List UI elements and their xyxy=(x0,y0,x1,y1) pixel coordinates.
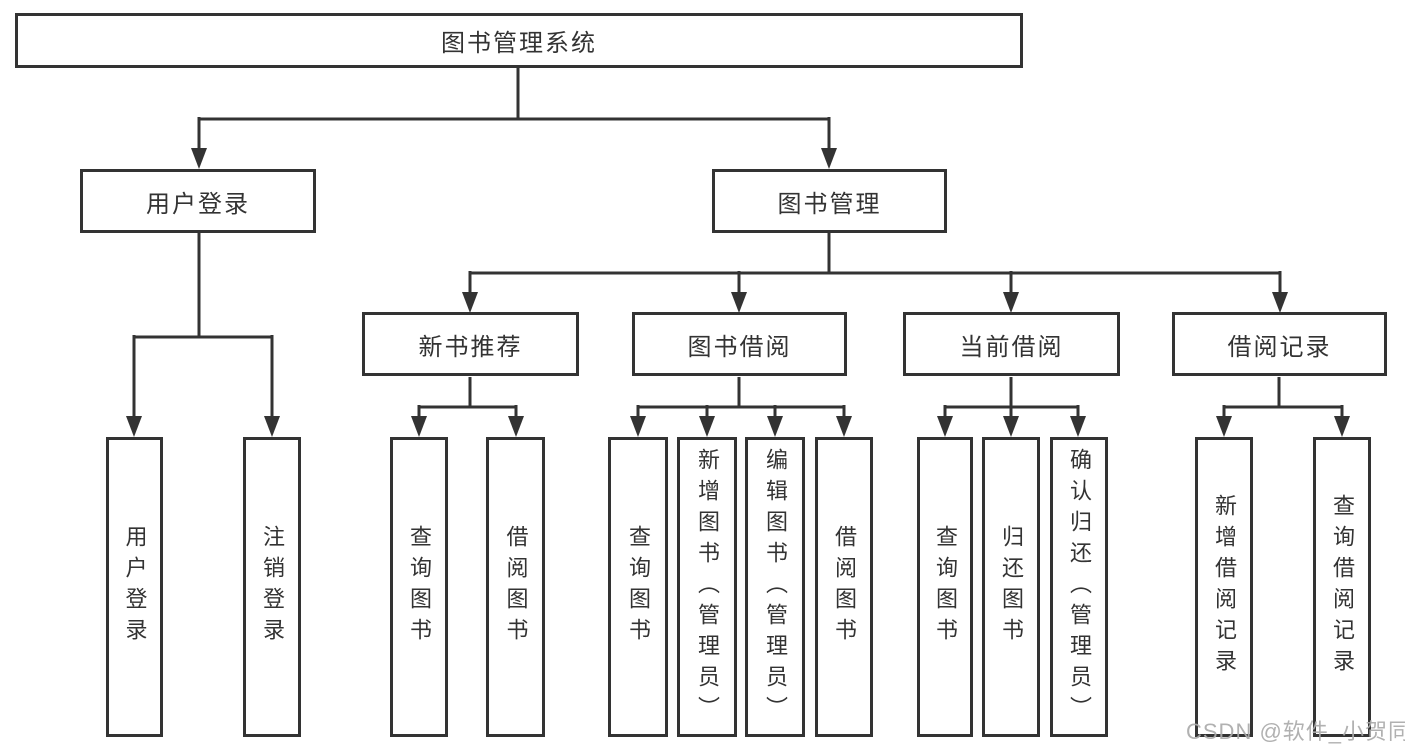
connector-book-borrow-children xyxy=(636,377,846,418)
arrowhead xyxy=(821,148,837,169)
leaf-query-books-borrow: 查询图书 xyxy=(608,437,668,737)
node-label: 确认归还（管理员） xyxy=(1067,447,1092,727)
arrowhead xyxy=(411,416,427,437)
connector-book-management-children xyxy=(468,233,1282,294)
node-label: 归还图书 xyxy=(999,525,1024,649)
connector-root-to-level2 xyxy=(197,68,831,150)
node-label: 借阅图书 xyxy=(832,525,857,649)
arrowhead xyxy=(1003,416,1019,437)
node-user-login: 用户登录 xyxy=(80,169,316,233)
connector-new-book-children xyxy=(417,377,518,418)
arrowhead xyxy=(937,416,953,437)
node-label: 新增图书（管理员） xyxy=(695,447,720,727)
node-current-borrow: 当前借阅 xyxy=(903,312,1120,376)
node-borrow-records: 借阅记录 xyxy=(1172,312,1387,376)
node-label: 用户登录 xyxy=(146,190,250,218)
node-label: 图书管理 xyxy=(777,190,882,218)
connector-current-borrow-children xyxy=(943,377,1080,418)
arrowhead xyxy=(264,416,280,437)
arrowhead xyxy=(1216,416,1232,437)
arrowhead xyxy=(126,416,142,437)
node-label: 图书借阅 xyxy=(687,333,792,361)
arrowhead xyxy=(767,416,783,437)
node-label: 用户登录 xyxy=(122,525,148,649)
arrowhead xyxy=(1003,292,1019,313)
node-label: 新增借阅记录 xyxy=(1212,494,1237,680)
arrowhead xyxy=(731,292,747,313)
arrowhead xyxy=(1070,416,1086,437)
node-label: 借阅图书 xyxy=(503,525,529,649)
arrowhead xyxy=(462,292,478,313)
arrowhead xyxy=(630,416,646,437)
csdn-watermark: CSDN @软件_小贺同学 xyxy=(1186,719,1405,744)
leaf-return-book: 归还图书 xyxy=(982,437,1040,737)
arrowhead xyxy=(699,416,715,437)
arrowhead xyxy=(836,416,852,437)
node-label: 图书管理系统 xyxy=(441,30,597,57)
leaf-query-borrow-record: 查询借阅记录 xyxy=(1313,437,1371,737)
node-label: 当前借阅 xyxy=(959,333,1064,361)
arrowhead xyxy=(1272,292,1288,313)
leaf-add-book-admin: 新增图书（管理员） xyxy=(677,437,737,737)
node-label: 编辑图书（管理员） xyxy=(763,447,788,727)
leaf-query-books-recommend: 查询图书 xyxy=(390,437,448,737)
connector-borrow-records-children xyxy=(1222,377,1344,418)
connector-user-login-children xyxy=(132,233,274,418)
node-label: 查询图书 xyxy=(933,525,958,649)
node-label: 借阅记录 xyxy=(1227,333,1332,361)
arrowhead xyxy=(1334,416,1350,437)
node-book-borrow: 图书借阅 xyxy=(632,312,847,376)
node-label: 查询借阅记录 xyxy=(1330,494,1355,680)
leaf-borrow-books: 借阅图书 xyxy=(815,437,873,737)
node-book-management: 图书管理 xyxy=(712,169,947,233)
leaf-add-borrow-record: 新增借阅记录 xyxy=(1195,437,1253,737)
node-new-book-recommend: 新书推荐 xyxy=(362,312,579,376)
node-label: 注销登录 xyxy=(260,525,285,649)
leaf-confirm-return-admin: 确认归还（管理员） xyxy=(1050,437,1108,737)
leaf-edit-book-admin: 编辑图书（管理员） xyxy=(745,437,805,737)
leaf-borrow-books-recommend: 借阅图书 xyxy=(486,437,545,737)
node-label: 查询图书 xyxy=(407,525,432,649)
arrowhead xyxy=(191,148,207,169)
leaf-user-login: 用户登录 xyxy=(106,437,163,737)
leaf-query-books-current: 查询图书 xyxy=(917,437,973,737)
leaf-logout: 注销登录 xyxy=(243,437,301,737)
arrowhead xyxy=(508,416,524,437)
node-label: 新书推荐 xyxy=(418,333,523,361)
node-root-library-system: 图书管理系统 xyxy=(15,13,1023,68)
node-label: 查询图书 xyxy=(626,525,651,649)
